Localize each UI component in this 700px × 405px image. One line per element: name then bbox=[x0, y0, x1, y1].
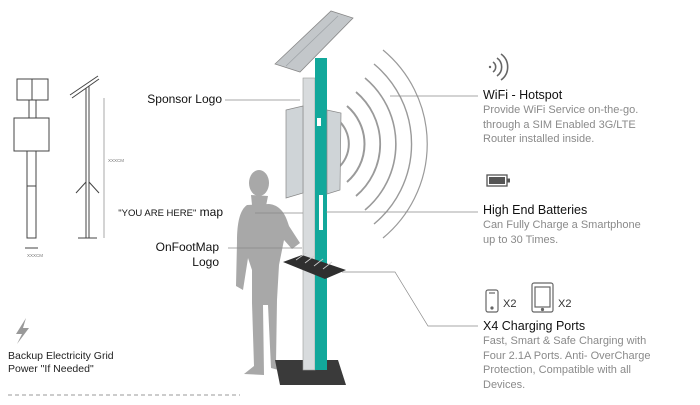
front-view-sketch bbox=[13, 78, 50, 249]
side-view-sketch bbox=[69, 75, 105, 239]
feature-batteries: High End Batteries Can Fully Charge a Sm… bbox=[483, 203, 698, 247]
you-are-here-label: "YOU ARE HERE" map bbox=[118, 205, 223, 219]
person-silhouette bbox=[236, 170, 300, 375]
tray-phones bbox=[295, 252, 333, 270]
feature-batteries-line: up to 30 Times. bbox=[483, 233, 559, 246]
sponsor-logo-label: Sponsor Logo bbox=[147, 92, 222, 106]
wifi-icon bbox=[488, 53, 509, 81]
battery-icon bbox=[486, 174, 510, 187]
lightning-icon bbox=[16, 318, 29, 344]
backup-line2: Power "If Needed" bbox=[8, 363, 94, 375]
feature-wifi-line: through a SIM Enabled 3G/LTE bbox=[483, 118, 636, 131]
feature-charging-title: X4 Charging Ports bbox=[483, 319, 586, 333]
ground-plate bbox=[275, 360, 346, 385]
feature-wifi-line: Router installed inside. bbox=[483, 133, 595, 145]
phone-count: X2 bbox=[503, 298, 517, 310]
feature-charging: X4 Charging Ports Fast, Smart & Safe Cha… bbox=[483, 319, 698, 392]
tablet-icon bbox=[531, 282, 554, 313]
backup-line1: Backup Electricity Grid bbox=[8, 350, 114, 362]
feature-charging-line: Devices. bbox=[483, 378, 526, 391]
map-panel-right bbox=[326, 109, 342, 195]
tablet-count: X2 bbox=[558, 298, 572, 310]
charging-tray bbox=[283, 255, 346, 279]
height-dimension: XXXCM bbox=[108, 158, 125, 163]
onfootmap-logo-label: OnFootMap Logo bbox=[156, 240, 219, 270]
wifi-signal-arcs bbox=[337, 49, 428, 239]
onfootmap-line1: OnFootMap bbox=[155, 240, 219, 254]
backup-power-note: Backup Electricity Grid Power "If Needed… bbox=[8, 350, 114, 376]
map-panel bbox=[285, 105, 304, 199]
map-word: map bbox=[199, 205, 223, 219]
feature-charging-line: Protection, Compatible with all bbox=[483, 364, 631, 376]
feature-wifi-title: WiFi - Hotspot bbox=[483, 88, 563, 102]
feature-batteries-title: High End Batteries bbox=[483, 203, 588, 217]
onfootmap-line2: Logo bbox=[192, 255, 219, 269]
kiosk-pillar bbox=[302, 58, 327, 371]
feature-wifi: WiFi - Hotspot Provide WiFi Service on-t… bbox=[483, 88, 698, 147]
feature-wifi-line: Provide WiFi Service on-the-go. bbox=[483, 104, 639, 116]
phone-icon bbox=[485, 289, 499, 313]
you-are-here-quote: "YOU ARE HERE" bbox=[118, 208, 197, 219]
leader-lines bbox=[225, 95, 478, 327]
feature-charging-line: Fast, Smart & Safe Charging with bbox=[483, 335, 647, 347]
width-dimension: XXXCM bbox=[27, 253, 44, 258]
solar-panel bbox=[274, 10, 354, 73]
feature-batteries-line: Can Fully Charge a Smartphone bbox=[483, 219, 641, 231]
feature-charging-line: Four 2.1A Ports. Anti- OverCharge bbox=[483, 349, 651, 362]
